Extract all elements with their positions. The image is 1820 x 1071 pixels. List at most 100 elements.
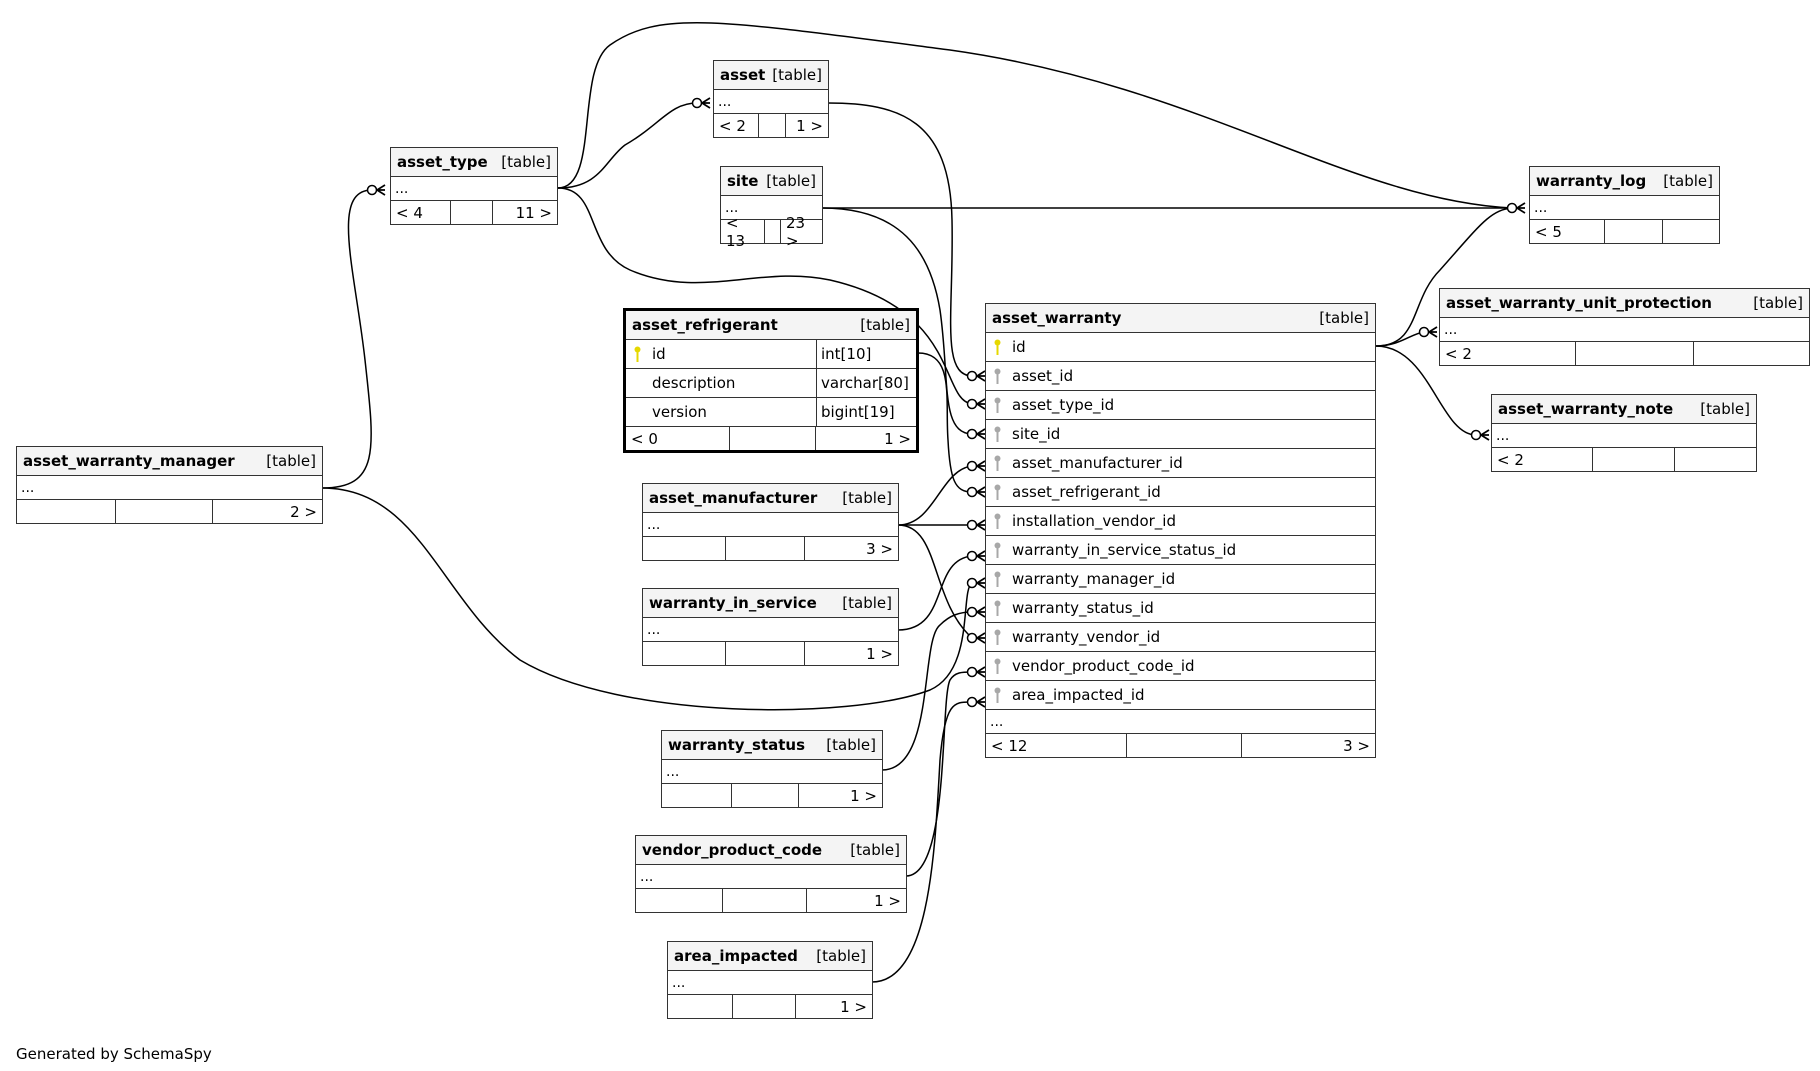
table-warranty-log[interactable]: warranty_log [table] ... < 5: [1529, 166, 1720, 244]
column-row[interactable]: asset_manufacturer_id: [986, 449, 1375, 478]
parents-count[interactable]: < 0: [631, 429, 658, 448]
children-count[interactable]: 1 >: [795, 995, 872, 1018]
parents-count[interactable]: < 2: [1445, 344, 1472, 363]
parents-count[interactable]: < 12: [991, 736, 1028, 755]
column-name: asset_id: [1012, 367, 1074, 385]
table-kind: [table]: [842, 489, 892, 507]
optional-marker: [966, 606, 978, 618]
column-name: area_impacted_id: [1012, 686, 1145, 704]
table-asset-manufacturer[interactable]: asset_manufacturer [table] ... 3 >: [642, 483, 899, 561]
footer-spacer: [729, 427, 815, 450]
column-name: warranty_status_id: [1012, 599, 1154, 617]
optional-marker: [1506, 202, 1518, 214]
parents-count[interactable]: [668, 995, 732, 1018]
edge-warranty-to-unit-protection: [1375, 331, 1425, 347]
column-row[interactable]: warranty_in_service_status_id: [986, 536, 1375, 565]
column-row[interactable]: id: [986, 333, 1375, 362]
column-row[interactable]: area_impacted_id: [986, 681, 1375, 710]
children-count[interactable]: 1 >: [804, 642, 898, 665]
column-row[interactable]: warranty_status_id: [986, 594, 1375, 623]
foreign-key-icon: [986, 687, 1008, 704]
parents-count[interactable]: < 2: [719, 116, 746, 135]
table-name: vendor_product_code: [642, 841, 823, 859]
column-row[interactable]: site_id: [986, 420, 1375, 449]
column-row[interactable]: warranty_manager_id: [986, 565, 1375, 594]
children-count[interactable]: [1693, 342, 1809, 365]
column-name: asset_refrigerant_id: [1012, 483, 1161, 501]
table-asset[interactable]: asset [table] ... < 2 1 >: [713, 60, 829, 138]
table-header: asset_type [table]: [391, 148, 557, 177]
edge-in-service-to-in-service-status-id: [897, 555, 973, 631]
table-header: vendor_product_code [table]: [636, 836, 906, 865]
crows-foot-marker: [1480, 429, 1490, 441]
column-row[interactable]: installation_vendor_id: [986, 507, 1375, 536]
table-footer: < 5: [1530, 220, 1719, 243]
column-row[interactable]: warranty_vendor_id: [986, 623, 1375, 652]
table-asset-warranty-manager[interactable]: asset_warranty_manager [table] ... 2 >: [16, 446, 323, 524]
column-row[interactable]: asset_refrigerant_id: [986, 478, 1375, 507]
crows-foot-marker: [1428, 326, 1438, 338]
children-count[interactable]: 11 >: [492, 201, 557, 224]
column-row[interactable]: version bigint[19]: [626, 398, 916, 427]
table-site[interactable]: site [table] ... < 13 23 >: [720, 166, 823, 250]
table-warranty-status[interactable]: warranty_status [table] ... 1 >: [661, 730, 883, 808]
more-columns: ...: [643, 513, 898, 537]
children-count[interactable]: 3 >: [804, 537, 898, 560]
parents-count[interactable]: < 13: [726, 213, 746, 250]
parents-count[interactable]: [643, 537, 725, 560]
table-header: warranty_in_service [table]: [643, 589, 898, 618]
column-row[interactable]: id int[10]: [626, 340, 916, 369]
column-row[interactable]: description varchar[80]: [626, 369, 916, 398]
parents-count[interactable]: < 4: [396, 203, 423, 222]
table-footer: 1 >: [643, 642, 898, 665]
table-header: warranty_log [table]: [1530, 167, 1719, 196]
table-header: asset [table]: [714, 61, 828, 90]
children-count[interactable]: 2 >: [212, 500, 322, 523]
column-name: id: [1012, 338, 1026, 356]
table-header: asset_refrigerant [table]: [626, 311, 916, 340]
table-kind: [table]: [826, 736, 876, 754]
table-asset-type[interactable]: asset_type [table] ... < 4 11 >: [390, 147, 558, 225]
parents-count[interactable]: < 5: [1535, 222, 1562, 241]
column-row[interactable]: vendor_product_code_id: [986, 652, 1375, 681]
parents-count[interactable]: [662, 784, 731, 807]
crows-foot-marker: [376, 184, 386, 196]
table-kind: [table]: [266, 452, 316, 470]
table-asset-refrigerant[interactable]: asset_refrigerant [table] id int[10] des…: [623, 308, 919, 453]
column-name: warranty_manager_id: [1012, 570, 1176, 588]
foreign-key-icon: [986, 571, 1008, 588]
children-count[interactable]: 23 >: [780, 214, 822, 250]
table-footer: 1 >: [636, 889, 906, 912]
optional-marker: [691, 97, 703, 109]
children-count[interactable]: [1662, 220, 1719, 243]
children-count[interactable]: 3 >: [1241, 734, 1375, 757]
table-name: asset_refrigerant: [632, 316, 778, 334]
table-area-impacted[interactable]: area_impacted [table] ... 1 >: [667, 941, 873, 1019]
children-count[interactable]: 1 >: [785, 114, 828, 137]
footer-spacer: [758, 114, 785, 137]
table-asset-warranty-note[interactable]: asset_warranty_note [table] ... < 2: [1491, 394, 1757, 472]
column-row[interactable]: asset_type_id: [986, 391, 1375, 420]
parents-count[interactable]: [17, 500, 115, 523]
table-header: site [table]: [721, 167, 822, 196]
parents-count[interactable]: [643, 642, 725, 665]
children-count[interactable]: 1 >: [815, 427, 916, 450]
table-kind: [table]: [816, 947, 866, 965]
parents-count[interactable]: < 2: [1497, 450, 1524, 469]
table-name: asset_warranty_manager: [23, 452, 235, 470]
table-asset-warranty-unit-protection[interactable]: asset_warranty_unit_protection [table] .…: [1439, 288, 1810, 366]
edge-manufacturer-to-warranty-vendor-id: [897, 524, 973, 639]
edge-vpc-to-vpc-id: [905, 671, 973, 877]
children-count[interactable]: 1 >: [806, 889, 906, 912]
parents-count[interactable]: [636, 889, 722, 912]
children-count[interactable]: [1674, 448, 1756, 471]
table-vendor-product-code[interactable]: vendor_product_code [table] ... 1 >: [635, 835, 907, 913]
table-warranty-in-service[interactable]: warranty_in_service [table] ... 1 >: [642, 588, 899, 666]
column-row[interactable]: asset_id: [986, 362, 1375, 391]
table-footer: < 13 23 >: [721, 213, 822, 250]
column-name: warranty_in_service_status_id: [1012, 541, 1237, 559]
footer-spacer: [725, 537, 804, 560]
optional-marker: [966, 398, 978, 410]
children-count[interactable]: 1 >: [798, 784, 882, 807]
